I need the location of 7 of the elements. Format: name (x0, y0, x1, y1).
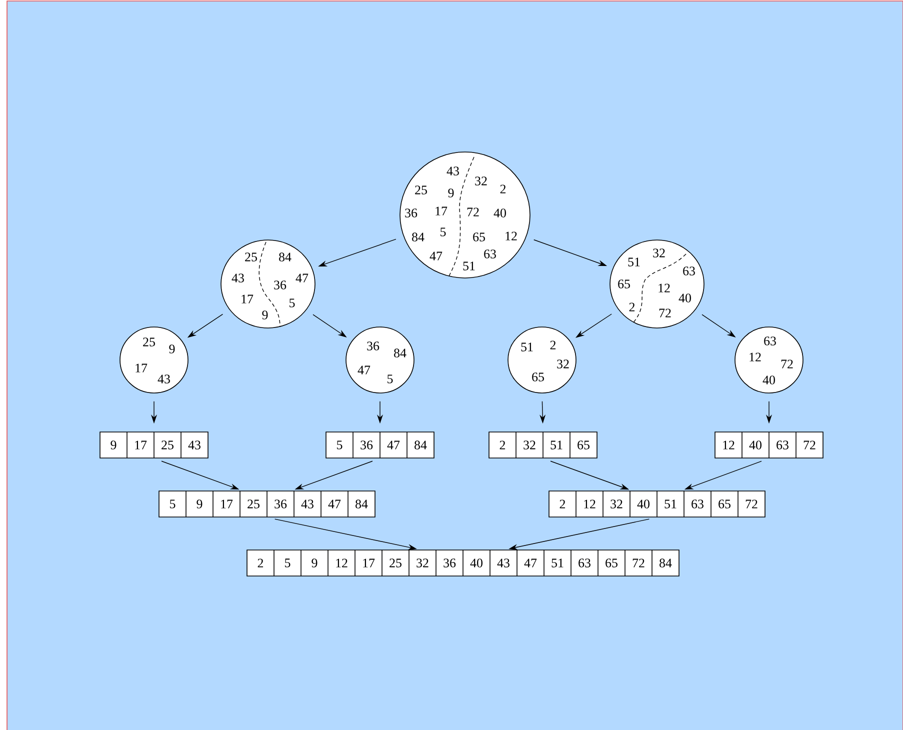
array-box: 2 12 32 40 51 63 65 72 (548, 490, 766, 518)
array-box: 2 32 51 65 (488, 432, 598, 458)
array-box: 5 36 47 84 (326, 432, 434, 458)
array-box: 5 9 17 25 36 43 47 84 (158, 490, 376, 518)
array-box: 9 17 25 43 (100, 432, 208, 458)
array-box: 12 40 63 72 (714, 432, 824, 458)
array-box: 2 5 9 12 17 25 32 36 40 43 47 51 63 65 72 84 (246, 550, 680, 576)
